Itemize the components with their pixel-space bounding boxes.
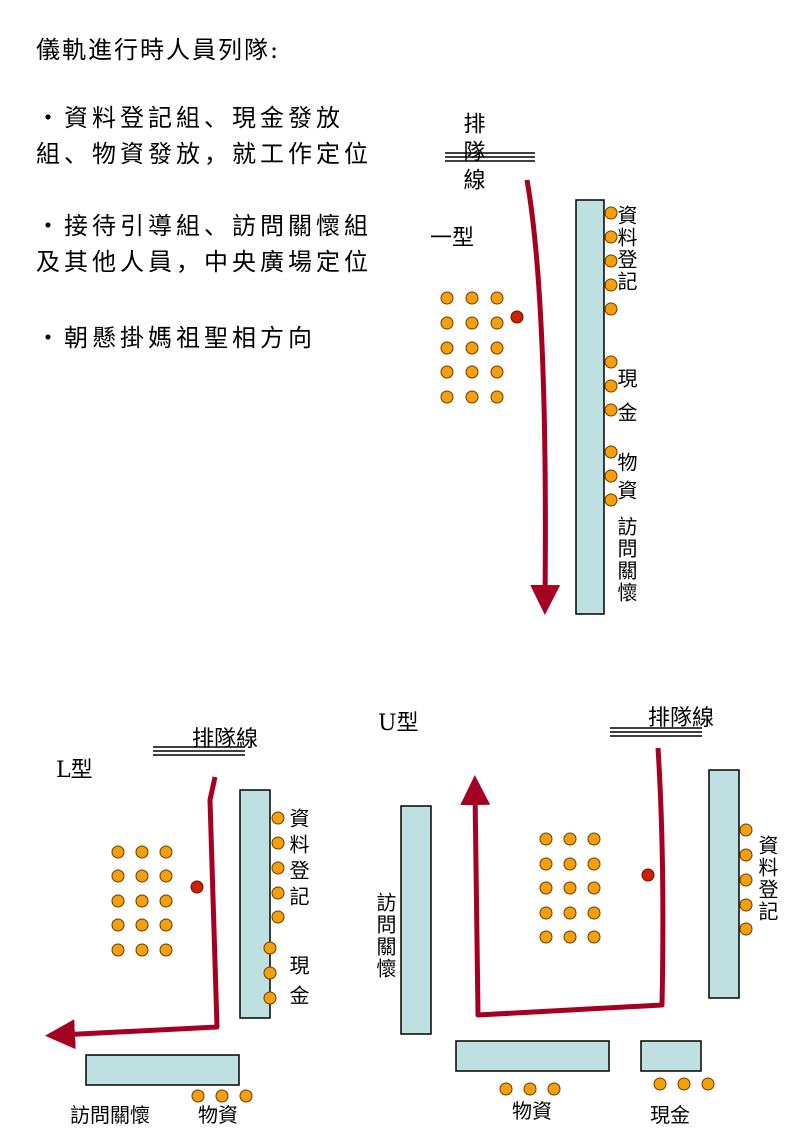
u-staff-dots	[499, 823, 753, 1096]
l-crowd-dots	[111, 845, 173, 957]
l-registration-table	[239, 789, 271, 1019]
l-registration-label: 資料登記	[286, 808, 310, 912]
l-queue-line-label: 排隊線	[192, 727, 258, 752]
one-staff-dots	[604, 206, 618, 507]
one-registration-label: 資料登記	[614, 205, 638, 293]
one-queue-path	[524, 179, 561, 615]
l-cash-label: 現金	[286, 955, 310, 1015]
l-queue-line-marker	[153, 746, 245, 756]
l-leader-dot	[190, 880, 204, 894]
u-registration-table	[708, 769, 740, 999]
u-queue-line-marker	[610, 727, 702, 737]
one-queue-line-label: 排隊線	[460, 112, 486, 196]
one-service-table	[575, 199, 605, 615]
bullet-1: ‧資料登記組、現金發放組、物資發放，就工作定位	[36, 104, 372, 168]
u-visit-label: 訪問關懷	[373, 892, 397, 980]
l-bottom-table	[85, 1054, 240, 1086]
u-type-label: U型	[378, 711, 419, 736]
l-queue-path	[45, 776, 220, 1050]
one-crowd-dots	[440, 291, 504, 404]
u-goods-label: 物資	[512, 1099, 552, 1123]
page-title: 儀軌進行時人員列隊:	[36, 36, 281, 64]
l-staff-dots	[191, 811, 285, 1103]
u-crowd-dots	[539, 832, 601, 944]
one-type-label: 一型	[430, 226, 474, 251]
bullet-3: ‧朝懸掛媽祖聖相方向	[36, 324, 316, 352]
one-type-diagram: 一型 排隊線 資料登記 現金 物資 訪問關懷	[430, 112, 638, 615]
u-queue-line-label: 排隊線	[648, 706, 714, 731]
u-type-diagram: U型 排隊線 訪問關懷 資料登記 物資 現金	[373, 706, 779, 1127]
one-leader-dot	[510, 310, 524, 324]
l-goods-label: 物資	[198, 1103, 238, 1127]
l-visit-label: 訪問關懷	[70, 1103, 150, 1127]
l-type-diagram: L型 排隊線 資料登記 現金 訪問關懷 物資	[45, 727, 310, 1127]
bullet-2: ‧接待引導組、訪問關懷組及其他人員，中央廣場定位	[36, 212, 372, 276]
one-goods-label: 物資	[614, 452, 638, 508]
one-visit-label: 訪問關懷	[614, 516, 638, 604]
u-cash-label: 現金	[650, 1103, 690, 1127]
one-cash-label: 現金	[614, 368, 638, 436]
one-queue-line-marker	[445, 152, 535, 162]
u-cash-table	[640, 1040, 702, 1072]
u-visit-table	[400, 805, 432, 1035]
u-leader-dot	[641, 868, 655, 882]
u-goods-table	[455, 1040, 610, 1072]
l-type-label: L型	[56, 758, 93, 783]
u-registration-label: 資料登記	[755, 835, 779, 923]
u-queue-path	[460, 747, 666, 1018]
